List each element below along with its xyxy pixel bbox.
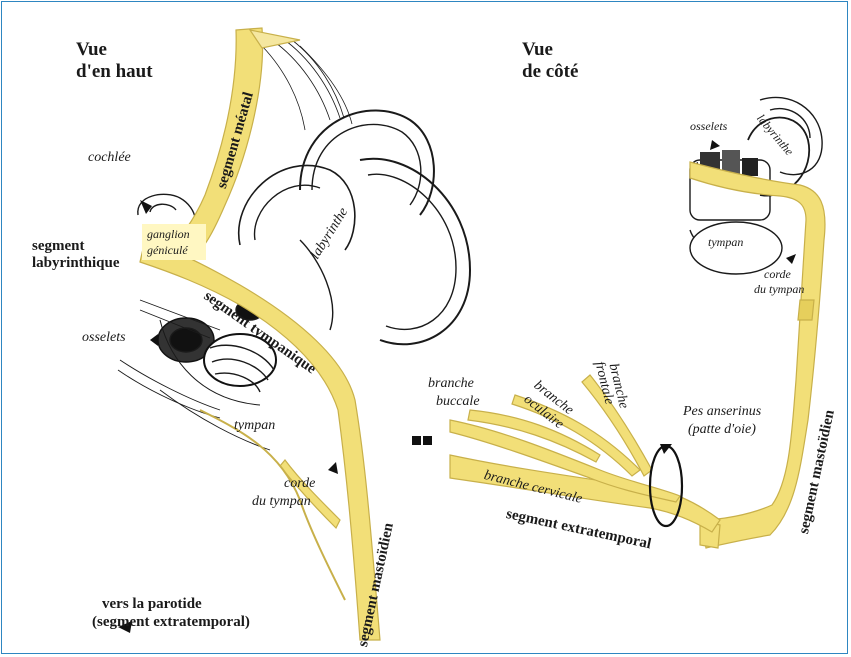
right-view-title-line2: de côté bbox=[522, 62, 578, 83]
label-right-corde-line1: corde bbox=[764, 268, 791, 281]
label-right-tympan: tympan bbox=[708, 236, 743, 249]
arrow-osselets-icon bbox=[150, 334, 158, 346]
right-facial-nerve bbox=[450, 162, 825, 548]
label-corde-line2: du tympan bbox=[252, 494, 311, 509]
marker-square-2 bbox=[423, 436, 432, 445]
label-segment-labyrinthique-line2: labyrinthique bbox=[32, 255, 120, 272]
left-meatal-fibres bbox=[262, 38, 352, 130]
left-view-title-line1: Vue bbox=[76, 40, 107, 61]
label-segment-labyrinthique-line1: segment bbox=[32, 238, 85, 255]
label-pes-line1: Pes anserinus bbox=[683, 404, 761, 419]
label-ganglion-line1: ganglion bbox=[147, 228, 190, 241]
arrow-right-osselets-icon bbox=[710, 140, 720, 150]
label-parotide-line1: vers la parotide bbox=[102, 596, 202, 613]
label-tympan: tympan bbox=[234, 418, 275, 433]
label-branche-buccale-line2: buccale bbox=[436, 394, 480, 409]
left-view-title-line2: d'en haut bbox=[76, 62, 153, 83]
marker-square-1 bbox=[412, 436, 421, 445]
label-corde-line1: corde bbox=[284, 476, 315, 491]
arrow-corde-icon bbox=[328, 462, 338, 474]
label-right-corde-line2: du tympan bbox=[754, 283, 804, 296]
label-branche-buccale-line1: branche bbox=[428, 376, 474, 391]
label-osselets: osselets bbox=[82, 330, 126, 345]
right-view-title-line1: Vue bbox=[522, 40, 553, 61]
label-cochlee: cochlée bbox=[88, 150, 131, 165]
label-ganglion-line2: géniculé bbox=[147, 244, 188, 257]
pes-anserinus-outline bbox=[650, 446, 682, 526]
arrow-right-corde-icon bbox=[786, 254, 796, 264]
arrow-pes-icon bbox=[660, 444, 672, 454]
label-right-osselets: osselets bbox=[690, 120, 727, 133]
label-pes-line2: (patte d'oie) bbox=[688, 422, 756, 437]
label-parotide-line2: (segment extratemporal) bbox=[92, 614, 250, 631]
